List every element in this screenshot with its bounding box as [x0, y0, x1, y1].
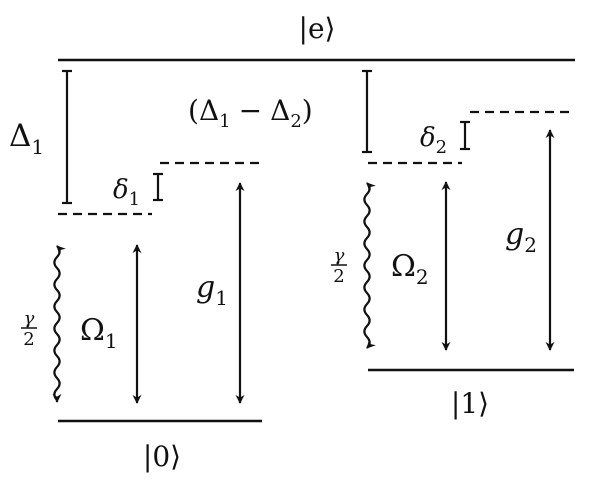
ground0-state-label: |0⟩ [143, 440, 181, 473]
svg-text:γ: γ [334, 245, 345, 266]
excited-state-label: |e⟩ [299, 12, 336, 45]
g2-label: g2 [505, 217, 537, 257]
decay-rate-label-left: γ 2 [21, 308, 37, 350]
decay-wavy-arrow-left [52, 245, 66, 403]
omega1-label: Ω1 [80, 313, 118, 353]
ground1-state-label: |1⟩ [451, 387, 489, 420]
detuning-bracket-delta1-big [62, 69, 72, 205]
decay-rate-label-right: γ 2 [331, 245, 347, 287]
svg-text:2: 2 [23, 329, 34, 350]
delta2-small-label: δ2 [420, 123, 447, 158]
omega2-label: Ω2 [391, 249, 429, 289]
delta1-big-label: Δ1 [9, 118, 44, 159]
delta1-small-label: δ1 [113, 175, 140, 210]
svg-text:γ: γ [24, 308, 35, 329]
detuning-bracket-delta-diff [362, 69, 372, 154]
g1-label: g1 [196, 270, 228, 310]
svg-text:2: 2 [333, 266, 344, 287]
delta-difference-label: (Δ1−Δ2) [188, 94, 313, 132]
detuning-bracket-delta2-small [460, 120, 470, 151]
detuning-bracket-delta1-small [153, 172, 163, 202]
decay-wavy-arrow-right [363, 182, 376, 349]
